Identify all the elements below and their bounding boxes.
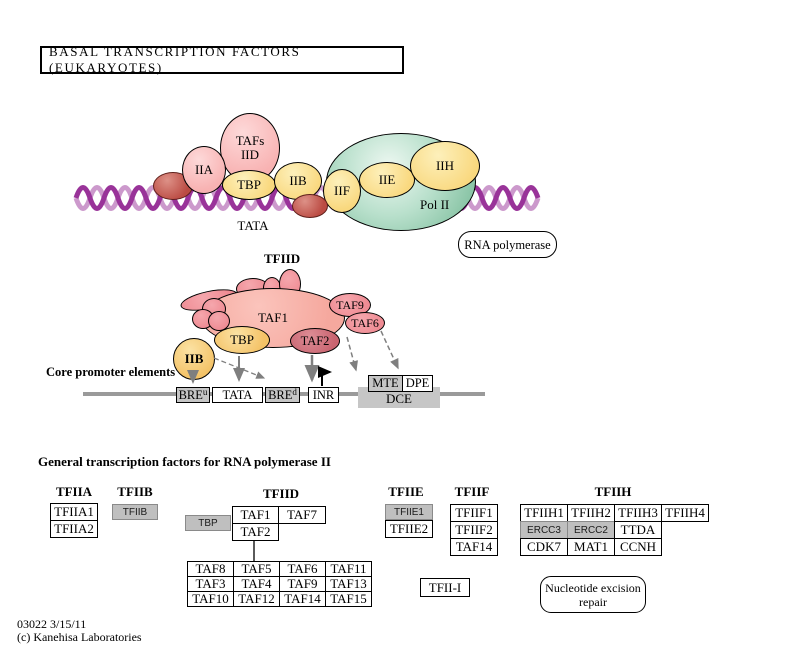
- taf9-label: TAF9: [336, 298, 364, 312]
- iie-label: IIE: [378, 172, 396, 187]
- gene-box-taf9[interactable]: TAF9: [279, 576, 326, 592]
- promoter-box-dce: DCE: [358, 387, 440, 408]
- tbp-label-lower: TBP: [230, 332, 254, 347]
- gene-box-tfiib[interactable]: TFIIB: [112, 504, 158, 520]
- tbp-ellipse-lower: TBP: [214, 326, 270, 354]
- tfiia-header: TFIIA: [55, 484, 93, 499]
- gene-box-tfiih4[interactable]: TFIIH4: [661, 504, 709, 522]
- gene-box-tfiih3[interactable]: TFIIH3: [614, 504, 662, 522]
- gene-box-taf12[interactable]: TAF12: [233, 591, 280, 607]
- gene-box-tfiif1[interactable]: TFIIF1: [450, 504, 498, 522]
- gene-box-taf14-f[interactable]: TAF14: [450, 538, 498, 556]
- gene-box-mat1[interactable]: MAT1: [567, 538, 615, 556]
- gene-box-taf1[interactable]: TAF1: [232, 506, 279, 524]
- gene-box-cdk7[interactable]: CDK7: [520, 538, 568, 556]
- rna-polymerase-label: RNA polymerase: [464, 237, 551, 252]
- gene-box-tfii-i[interactable]: TFII-I: [420, 578, 470, 597]
- iif-label: IIF: [334, 183, 350, 198]
- gene-box-taf11[interactable]: TAF11: [325, 561, 372, 577]
- iib-label: IIB: [289, 173, 307, 188]
- iie-ellipse: IIE: [359, 162, 415, 198]
- gene-box-tfiih1[interactable]: TFIIH1: [520, 504, 568, 522]
- gene-box-tfiie2[interactable]: TFIIE2: [385, 520, 433, 538]
- inr-label: INR: [312, 387, 335, 402]
- taf1-label: TAF1: [257, 310, 289, 325]
- bre-u-sup: u: [202, 387, 208, 397]
- taf2-ellipse: TAF2: [290, 328, 340, 354]
- gene-box-taf5[interactable]: TAF5: [233, 561, 280, 577]
- gene-box-taf6[interactable]: TAF6: [279, 561, 326, 577]
- tfiie-header: TFIIE: [388, 484, 424, 499]
- gene-box-tfiif2[interactable]: TFIIF2: [450, 521, 498, 539]
- tfiib-header: TFIIB: [117, 484, 153, 499]
- gene-box-tfiih2[interactable]: TFIIH2: [567, 504, 615, 522]
- gene-box-taf13[interactable]: TAF13: [325, 576, 372, 592]
- rna-polymerase-node[interactable]: RNA polymerase: [458, 231, 557, 258]
- nucleosome-ellipse-right: [292, 194, 328, 218]
- gene-box-taf3[interactable]: TAF3: [187, 576, 234, 592]
- promoter-box-mte: MTE: [368, 375, 403, 392]
- iih-ellipse: IIH: [410, 141, 480, 191]
- gene-box-ccnh[interactable]: CCNH: [614, 538, 662, 556]
- bre-u-label: BRE: [178, 387, 203, 402]
- iib-circle: IIB: [173, 338, 215, 380]
- pathway-title: BASAL TRANSCRIPTION FACTORS (EUKARYOTES): [49, 44, 301, 75]
- ner-pathway-node[interactable]: Nucleotide excision repair: [540, 576, 646, 613]
- tbp-ellipse: TBP: [222, 170, 276, 200]
- iia-label: IIA: [194, 162, 214, 177]
- iih-label: IIH: [435, 158, 455, 173]
- iib-circle-label: IIB: [184, 351, 204, 366]
- gtf-heading: General transcription factors for RNA po…: [38, 454, 331, 469]
- core-promoter-elements-label: Core promoter elements: [46, 365, 176, 379]
- gene-box-taf8[interactable]: TAF8: [187, 561, 234, 577]
- gene-box-tfiia2[interactable]: TFIIA2: [50, 520, 98, 538]
- promoter-box-tata: TATA: [212, 387, 263, 403]
- gene-box-tfiia1[interactable]: TFIIA1: [50, 503, 98, 521]
- ner-line2: repair: [579, 594, 607, 609]
- bre-d-sup: d: [292, 387, 297, 397]
- iif-ellipse: IIF: [323, 169, 361, 213]
- dpe-label: DPE: [405, 376, 430, 390]
- gene-box-ercc3[interactable]: ERCC3: [520, 521, 568, 539]
- gene-box-taf10[interactable]: TAF10: [187, 591, 234, 607]
- mte-label: MTE: [372, 376, 399, 390]
- tafs-label: TAFs: [235, 133, 265, 148]
- pol-ii-label: Pol II: [420, 197, 450, 212]
- footer-map-id: 03022 3/15/11: [17, 617, 87, 631]
- tata-box-label: TATA: [222, 387, 253, 402]
- gene-box-ercc2[interactable]: ERCC2: [567, 521, 615, 539]
- iid-label: IID: [240, 147, 260, 162]
- tfiih-header: TFIIH: [594, 484, 632, 499]
- gene-box-taf15[interactable]: TAF15: [325, 591, 372, 607]
- taf2-label: TAF2: [300, 334, 330, 348]
- ner-line1: Nucleotide excision: [545, 580, 641, 595]
- tbp-label: TBP: [237, 177, 261, 192]
- promoter-box-inr: INR: [308, 387, 339, 403]
- iia-ellipse: IIA: [182, 146, 226, 194]
- tata-label-top: TATA: [237, 218, 269, 233]
- gene-box-taf7[interactable]: TAF7: [278, 506, 326, 524]
- tfiid-header: TFIID: [262, 486, 300, 501]
- pathway-title-box: BASAL TRANSCRIPTION FACTORS (EUKARYOTES): [40, 44, 404, 75]
- gene-box-taf2[interactable]: TAF2: [232, 523, 279, 541]
- gene-box-ttda[interactable]: TTDA: [614, 521, 662, 539]
- tfiif-header: TFIIF: [454, 484, 490, 499]
- gene-box-tbp[interactable]: TBP: [185, 515, 231, 531]
- taf6-label: TAF6: [351, 316, 379, 330]
- gene-box-taf4[interactable]: TAF4: [233, 576, 280, 592]
- footer-copyright: (c) Kanehisa Laboratories: [17, 630, 142, 644]
- taf6-ellipse: TAF6: [345, 312, 385, 334]
- gene-box-tfiie1[interactable]: TFIIE1: [385, 504, 433, 520]
- dce-label: DCE: [386, 391, 412, 406]
- bre-d-label: BRE: [268, 387, 293, 402]
- promoter-box-dpe: DPE: [402, 375, 433, 392]
- gene-box-taf14-d[interactable]: TAF14: [279, 591, 326, 607]
- tfiid-complex-title: TFIID: [264, 251, 301, 266]
